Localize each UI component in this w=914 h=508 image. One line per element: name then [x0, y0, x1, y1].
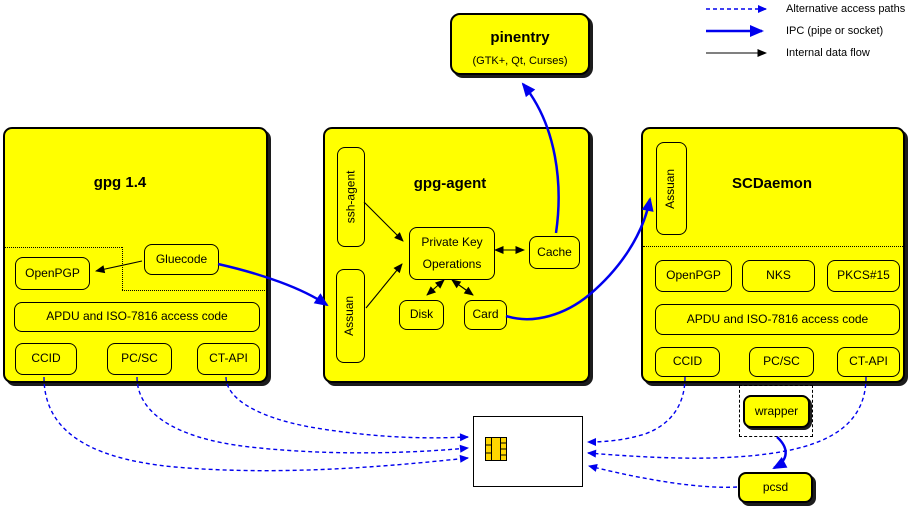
gpg14-title: gpg 1.4	[93, 174, 147, 191]
gpg14-node-pcsc: PC/SC	[107, 343, 172, 375]
gpg-agent-node-card: Card	[464, 300, 507, 330]
gpg14-divider-bottom	[122, 290, 267, 291]
wire-alt-gpg14-ccid-to-card	[43, 376, 469, 472]
scdaemon-node-openpgp: OpenPGP	[655, 260, 732, 292]
gpg-agent-module: gpg-agent ssh-agent Assuan Private Key O…	[323, 127, 590, 383]
wire-alt-gpg14-pcsc-to-card	[136, 376, 469, 454]
wire-alt-gpg14-ctapi-to-card	[225, 376, 469, 442]
scdaemon-node-nks: NKS	[742, 260, 815, 292]
assuan-label: Assuan	[663, 168, 678, 209]
smartcard	[473, 416, 583, 487]
pcsd-node: pcsd	[738, 472, 813, 503]
wire-ipc-wrapper-to-pcsd	[772, 436, 788, 470]
wire-alt-scdaemon-ccid-to-card	[587, 376, 686, 446]
gpg-agent-title: gpg-agent	[413, 175, 487, 192]
assuan-label: Assuan	[342, 295, 357, 337]
scdaemon-title: SCDaemon	[731, 175, 813, 192]
pinentry-title: pinentry	[490, 29, 550, 46]
legend-label-internal: Internal data flow	[786, 47, 870, 59]
scdaemon-divider	[643, 246, 903, 247]
scdaemon-node-apdu: APDU and ISO-7816 access code	[655, 304, 900, 335]
gpg14-divider-top	[5, 247, 122, 248]
gpg14-node-ctapi: CT-API	[197, 343, 260, 375]
scdaemon-node-ccid: CCID	[655, 347, 720, 377]
gpg14-module: gpg 1.4 Gluecode OpenPGP APDU and ISO-78…	[3, 127, 268, 383]
wire-alt-pcsd-to-card	[588, 464, 738, 488]
smartcard-chip-icon	[485, 437, 507, 461]
pko-line2: Operations	[422, 256, 482, 271]
ssh-agent-label: ssh-agent	[343, 170, 358, 224]
scdaemon-node-pkcs15: PKCS#15	[827, 260, 900, 292]
scdaemon-module: SCDaemon Assuan OpenPGP NKS PKCS#15 APDU…	[641, 127, 905, 383]
pinentry-box: pinentry (GTK+, Qt, Curses)	[450, 13, 590, 75]
gpg-agent-node-cache: Cache	[529, 236, 580, 269]
scdaemon-node-ctapi: CT-API	[837, 347, 900, 377]
gpg-agent-node-disk: Disk	[399, 300, 444, 330]
gpg14-node-openpgp: OpenPGP	[15, 257, 90, 290]
pko-line1: Private Key	[421, 234, 483, 249]
legend-label-alternative: Alternative access paths	[786, 3, 906, 15]
legend-label-ipc: IPC (pipe or socket)	[786, 25, 884, 37]
gpg14-node-ccid: CCID	[15, 343, 77, 375]
gpg-agent-node-ssh-agent: ssh-agent	[337, 147, 365, 247]
gpg14-divider-vertical	[122, 247, 123, 290]
scdaemon-node-pcsc: PC/SC	[749, 347, 814, 377]
pinentry-subtitle: (GTK+, Qt, Curses)	[472, 55, 568, 67]
gpg14-node-gluecode: Gluecode	[144, 244, 219, 275]
scdaemon-node-assuan: Assuan	[656, 142, 687, 235]
wire-alt-scdaemon-ctapi-to-card	[587, 376, 867, 459]
gpg14-node-apdu: APDU and ISO-7816 access code	[14, 302, 260, 332]
gpg-agent-node-private-key-operations: Private Key Operations	[409, 227, 495, 280]
wrapper-node: wrapper	[743, 395, 810, 428]
gpg-agent-node-assuan: Assuan	[336, 269, 365, 363]
